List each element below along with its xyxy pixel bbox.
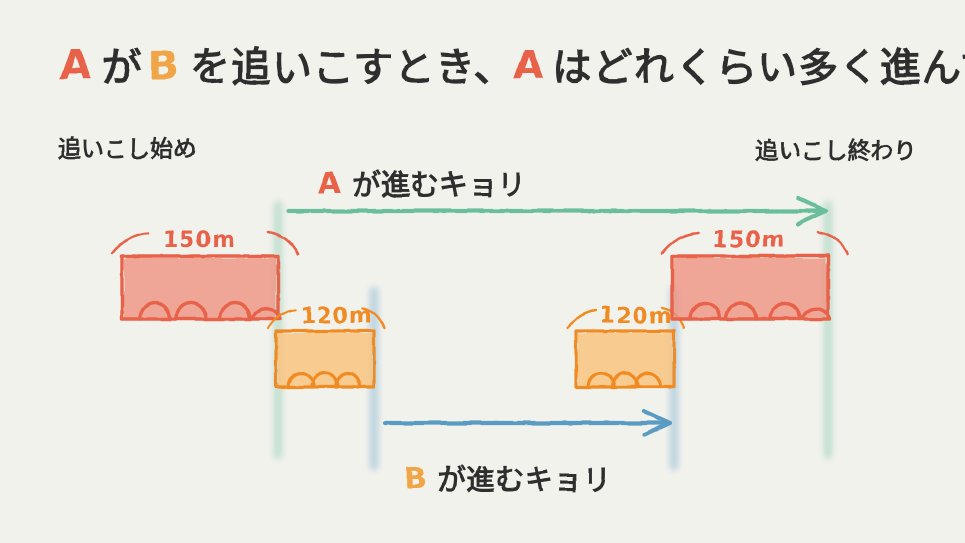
truck-b-end-length: 120m [600,304,673,329]
arrow-a-distance-label: A が進むキョリ [318,166,526,202]
title-rest-1: を追いこすとき、 [190,45,514,91]
truck-a-start: 150m [110,228,300,321]
truck-a-end: 150m [660,228,850,321]
title-particle-ga: が [102,45,143,91]
arrow-b-distance-label: B が進むキョリ [404,461,611,497]
title-letter-a2: A [513,43,545,89]
truck-b-start-length: 120m [300,304,373,329]
arrow-b-distance [382,408,673,438]
truck-a-start-length: 150m [163,228,236,253]
stage-label-start: 追いこし始め [58,136,196,163]
truck-b-end: 120m [566,304,686,389]
title-rest-2: はどれくらい多く進んでいるか？ [552,45,965,91]
arrow-b-label-rest: が進むキョリ [437,463,611,497]
truck-b-start: 120m [266,304,386,389]
arrow-a-label-rest: が進むキョリ [352,168,526,202]
title-letter-a: A [60,43,92,89]
stage-label-start-group: 追いこし始め [58,136,196,163]
stage-label-end-group: 追いこし終わり [755,138,916,165]
arrow-b-label-vehicle: B [404,461,426,495]
arrow-a-label-vehicle: A [318,166,341,200]
truck-a-end-length: 150m [713,228,786,253]
arrow-a-distance [285,195,829,227]
stage-label-end: 追いこし終わり [755,138,916,165]
title-letter-b: B [148,43,180,89]
page-title: A が B を追いこすとき、 A はどれくらい多く進んでいるか？ [60,43,965,91]
